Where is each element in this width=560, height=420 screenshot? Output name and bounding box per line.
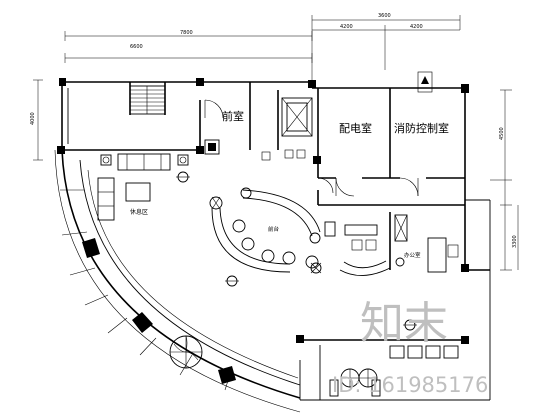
dim-top-right: 3600 <box>378 13 391 19</box>
column <box>313 156 321 164</box>
watermark-id: ID: 161985176 <box>332 373 488 397</box>
column <box>196 146 204 154</box>
column <box>132 312 153 333</box>
office-furniture <box>324 214 459 276</box>
walls <box>61 80 491 401</box>
column <box>461 264 469 272</box>
dim-top-a: 4200 <box>340 24 353 30</box>
label-office: 办公室 <box>404 251 421 259</box>
elevator <box>281 97 313 137</box>
front-room-door <box>204 99 224 155</box>
label-front-room: 前室 <box>222 109 244 123</box>
column <box>57 146 65 154</box>
column <box>196 78 204 86</box>
label-lounge: 休息区 <box>130 208 148 216</box>
small-fixtures <box>261 71 433 161</box>
section-markers <box>176 171 417 331</box>
lounge-furniture <box>97 153 189 221</box>
dim-right-b: 3300 <box>512 235 518 248</box>
dim-top-mid: 6600 <box>130 44 143 50</box>
reception-desk <box>209 187 322 274</box>
curved-facade <box>54 149 301 413</box>
structural-columns <box>57 78 469 384</box>
dimension-lines <box>33 15 519 271</box>
entrance-doors <box>169 335 378 388</box>
facade-mullions <box>60 189 233 391</box>
column <box>461 84 469 93</box>
dim-right-a: 4500 <box>499 127 505 140</box>
label-reception: 前台 <box>268 225 280 233</box>
bottom-seating <box>329 345 459 397</box>
column <box>59 78 66 86</box>
column <box>218 366 236 384</box>
column <box>461 336 469 344</box>
stairs <box>129 85 166 115</box>
column <box>308 80 316 88</box>
dim-left: 4000 <box>30 112 36 125</box>
dim-top-b: 4200 <box>410 24 423 30</box>
watermark: 知末 ID: 161985176 <box>332 298 488 397</box>
dim-top-left: 7800 <box>180 30 193 36</box>
service-doors <box>317 177 419 197</box>
label-fire-control-room: 消防控制室 <box>394 121 449 135</box>
room-labels: 前室 配电室 消防控制室 休息区 前台 办公室 <box>130 109 449 259</box>
watermark-brand: 知末 <box>360 298 448 349</box>
column <box>296 335 304 343</box>
dimension-labels: 3600 4200 4200 7800 6600 4000 4500 3300 <box>30 13 518 248</box>
label-power-room: 配电室 <box>339 121 372 135</box>
column <box>82 238 100 258</box>
